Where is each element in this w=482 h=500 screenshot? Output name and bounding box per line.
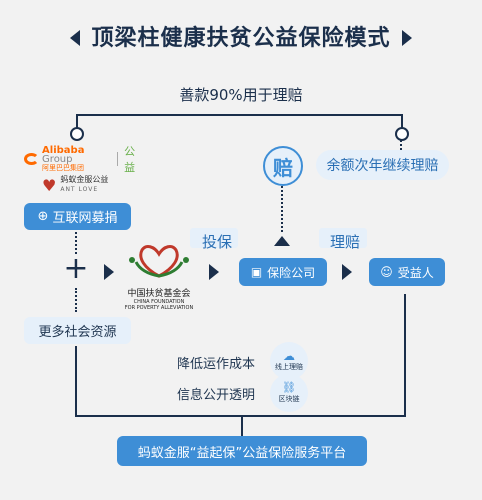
link-icon: ⛓ [282,381,296,394]
cloud-icon: ☁ [283,349,295,363]
compensation-icon: 赔 [263,146,303,186]
transparency-label-wrap: 信息公开透明 [168,381,264,405]
heart-icon: ♥ [42,175,57,195]
more-resources-button[interactable]: 更多社会资源 [24,317,131,344]
beneficiary-box[interactable]: ☺ 受益人 [369,258,445,286]
beneficiary-label: 受益人 [397,265,434,280]
globe-icon: ⊕ [37,209,49,224]
alibaba-sub: 阿里巴巴集团 [42,163,85,172]
briefcase-icon: ▣ [250,265,263,279]
title-left-arrow-icon [70,30,80,46]
arrow-to-foundation-icon [104,264,114,280]
right-bottom-line [404,294,406,416]
more-resources-label: 更多社会资源 [38,325,117,340]
right-dotted-line [400,140,402,150]
antlove-cn: 蚂蚁金服公益 [60,175,109,184]
platform-label: 蚂蚁金服“益起保”公益保险服务平台 [137,445,347,461]
blockchain-icon: ⛓ 区块链 [270,374,308,412]
platform-bar[interactable]: 蚂蚁金服“益起保”公益保险服务平台 [117,436,367,466]
person-icon: ☺ [380,265,393,279]
insurer-label: 保险公司 [267,265,316,280]
top-right-dot-icon [395,127,409,141]
online-claims-label: 线上理赔 [275,363,303,371]
arrow-to-insurer-icon [209,264,219,280]
compensation-char: 赔 [273,155,293,180]
title-right-arrow-icon [402,30,412,46]
internet-fundraising-label: 互联网募捐 [52,211,118,226]
reduce-cost-label: 降低运作成本 [176,356,255,372]
center-dotted-line [281,186,283,232]
arrow-to-beneficiary-icon [342,264,352,280]
antlove-logo: ♥ 蚂蚁金服公益 ANT LOVE [42,174,122,196]
alibaba-smile-icon [24,153,40,165]
reduce-cost-label-wrap: 降低运作成本 [168,350,264,374]
foundation-en2: FOR POVERTY ALLEVIATION [124,305,194,311]
donation-label: 善款90%用于理赔 [179,86,303,104]
antlove-en: ANT LOVE [60,186,99,193]
foundation-cn: 中国扶贫基金会 [127,289,191,299]
insurer-box[interactable]: ▣ 保险公司 [239,258,327,286]
bottom-bracket-line [75,415,406,417]
foundation-emblem-icon [129,245,189,278]
blockchain-label: 区块链 [278,395,300,403]
online-claims-icon: ☁ 线上理赔 [270,342,308,380]
transparency-label: 信息公开透明 [176,387,255,403]
platform-connector-line [241,417,243,436]
alibaba-gongyi: 公益 [124,145,136,174]
alibaba-logo: Alibaba Group 阿里巴巴集团 公益 [24,145,144,174]
internet-fundraising-button[interactable]: ⊕ 互联网募捐 [24,203,131,230]
top-bracket-line [76,114,403,116]
alibaba-group: Group [42,153,73,165]
foundation-en1: CHINA FOUNDATION [133,299,185,305]
alibaba-brand: Alibaba [42,144,85,156]
plus-icon: + [63,251,89,286]
remaining-balance-label: 余额次年继续理赔 [326,158,439,174]
top-bracket-right-leg [401,114,403,130]
left-dotted-line-bottom [75,288,77,312]
claims-label: 理赔 [330,233,361,251]
foundation-logo: 中国扶贫基金会 CHINA FOUNDATION FOR POVERTY ALL… [124,240,194,312]
top-bracket-left-leg [76,114,78,130]
insure-label: 投保 [202,233,233,251]
page-title: 顶梁柱健康扶贫公益保险模式 [91,26,391,51]
remaining-balance-pill: 余额次年继续理赔 [316,150,449,180]
claims-label-bg [319,228,367,248]
top-left-dot-icon [70,127,84,141]
up-arrow-icon [274,236,290,246]
left-bottom-line [75,346,77,416]
left-dotted-line-top [75,232,77,254]
